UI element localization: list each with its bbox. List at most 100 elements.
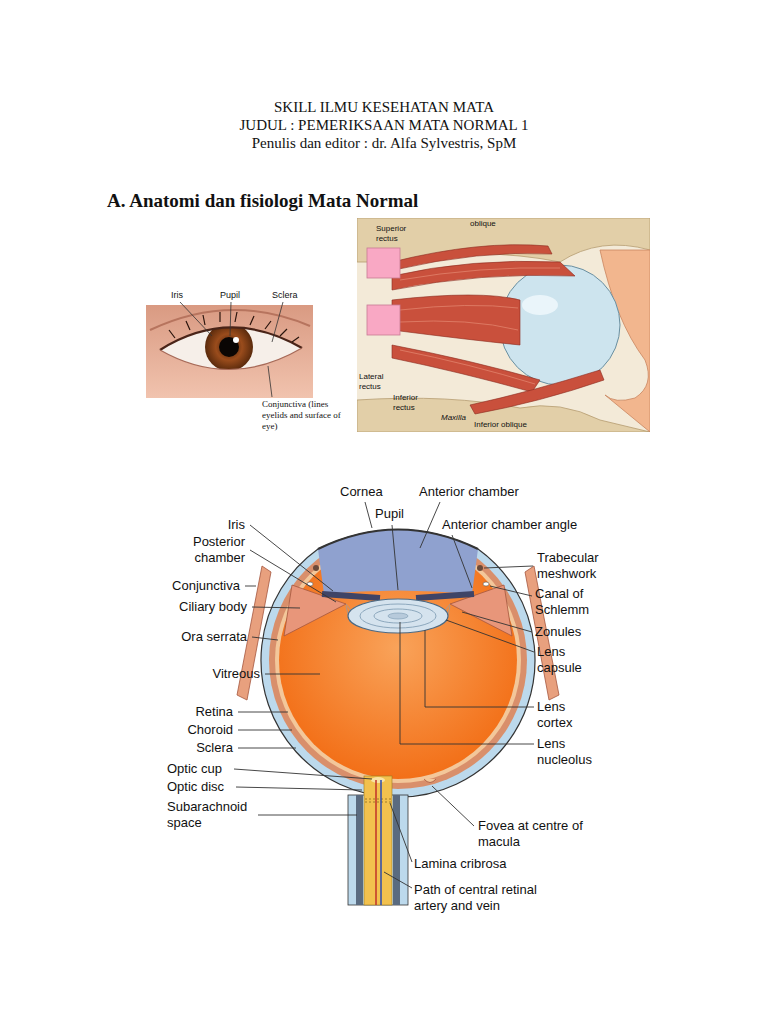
part-label: Pupil [220, 290, 240, 301]
eye-section-part [364, 776, 392, 905]
leader-line-part [265, 674, 320, 675]
part-label: Sclera [165, 740, 233, 756]
orbit-muscles [357, 218, 650, 432]
leader-line-part [446, 620, 534, 652]
part-label: Inferior rectus [393, 393, 433, 412]
part-label: Lens nucleolus [537, 736, 601, 767]
eye-photo-part [160, 327, 302, 350]
part-label: Subarachnoid space [167, 799, 255, 830]
eye-section-part [371, 777, 385, 783]
part-label: Ciliary body [150, 599, 247, 615]
leader-line-part [425, 630, 534, 707]
leader-line-part [252, 607, 300, 608]
part-label: Optic cup [167, 761, 222, 777]
orbit-muscles-part [400, 268, 560, 384]
part-label: oblique [470, 219, 496, 229]
part-label: Trabecular meshwork [537, 550, 617, 581]
orbit-muscles-part [392, 261, 575, 290]
header-text: JUDUL : PEMERIKSAAN MATA NORMAL 1 [0, 116, 768, 134]
eye-section-part [360, 604, 436, 628]
eye-section-part [356, 795, 363, 905]
leader-line-part [268, 366, 272, 397]
eye-section-part [322, 594, 474, 598]
leader-line-part [392, 525, 398, 590]
part-label: Inferior oblique [474, 420, 527, 430]
leader-line-part [272, 302, 283, 342]
eye-section-part [375, 780, 377, 905]
header-text: A. Anatomi dan fisiologi Mata Normal [107, 190, 418, 213]
part-label: Optic disc [167, 779, 224, 795]
leader-line-part [432, 786, 474, 826]
leader-line-part [490, 586, 532, 596]
part-label: Posterior chamber [165, 534, 245, 565]
part-label: Zonules [535, 624, 581, 640]
eye-section-part [483, 582, 489, 586]
leader-line-part [365, 502, 372, 528]
leader-line [180, 302, 283, 397]
part-label: Lateral rectus [359, 372, 391, 391]
part-label: Anterior chamber angle [442, 517, 577, 533]
leader-line-part [230, 302, 231, 336]
eye-photo-part [146, 305, 313, 398]
orbit-muscles-part [357, 218, 650, 432]
leader-line-part [462, 612, 532, 632]
eye-section-part [318, 530, 478, 595]
eye-photo-part [160, 348, 302, 370]
part-label: Path of central retinal artery and vein [414, 882, 559, 913]
page-title: SKILL ILMU KESEHATAN MATA [0, 98, 768, 116]
leader-line-part [452, 535, 472, 588]
part-label: Anterior chamber [419, 484, 519, 500]
part-label: Iris [170, 517, 245, 533]
leader-line-part [252, 637, 278, 640]
orbit-muscles-part [470, 370, 604, 414]
part-label: Sclera [272, 290, 298, 301]
part-label: Pupil [375, 506, 404, 522]
orbit-muscles-part [367, 248, 400, 278]
leader-line-part [245, 586, 256, 587]
eye-photo-part [169, 312, 299, 342]
part-label: Choroid [165, 722, 233, 738]
eye-photo [146, 305, 313, 398]
eye-section-part [374, 609, 422, 623]
eye-section-part [477, 565, 483, 571]
part-label: Lens cortex [537, 699, 597, 730]
part-label: Cornea [340, 484, 383, 500]
leader-line-part [258, 815, 357, 816]
part-label: Conjunctiva [150, 578, 240, 594]
eye-section-part [388, 613, 408, 619]
orbit-muscles-part [367, 305, 400, 335]
part-label: Retina [165, 704, 233, 720]
eye-section-part [424, 779, 436, 783]
eye-photo-part-part [219, 337, 239, 357]
eye-section-part [380, 780, 382, 905]
part-label: Fovea at centre of macula [478, 818, 588, 849]
part-label: Vitreous [165, 666, 260, 682]
leader-line-part [250, 550, 336, 602]
leader-line-part [234, 769, 372, 779]
eye-section-part [313, 565, 319, 571]
leader-line-part [238, 730, 292, 731]
header-text: Penulis dan editor : dr. Alfa Sylvestris… [0, 134, 768, 152]
leader-line-part [484, 566, 533, 568]
leader-line-part [180, 302, 212, 336]
leader-line-part [420, 502, 440, 548]
leader-line-part [238, 712, 288, 713]
eye-section-part [261, 530, 535, 798]
leader-line-part [400, 622, 534, 744]
part-label: Ora serrata [150, 629, 247, 645]
eye-section-part [348, 599, 448, 633]
part-label: Conjunctiva (lines eyelids and surface o… [262, 399, 354, 431]
eye-section-part [365, 799, 391, 802]
part-label: Lamina cribrosa [414, 856, 507, 872]
part-label: Maxilla [441, 413, 466, 423]
part-label: Superior rectus [376, 224, 412, 243]
part-label: Iris [171, 290, 183, 301]
eye-section-part [393, 795, 400, 905]
orbit-muscles-part [392, 295, 520, 345]
eye-photo-part-part [233, 337, 239, 343]
leader-line-part [384, 872, 412, 888]
leader-line-part [236, 787, 362, 790]
orbit-muscles-part [522, 295, 558, 315]
part-label: Lens capsule [537, 644, 592, 675]
